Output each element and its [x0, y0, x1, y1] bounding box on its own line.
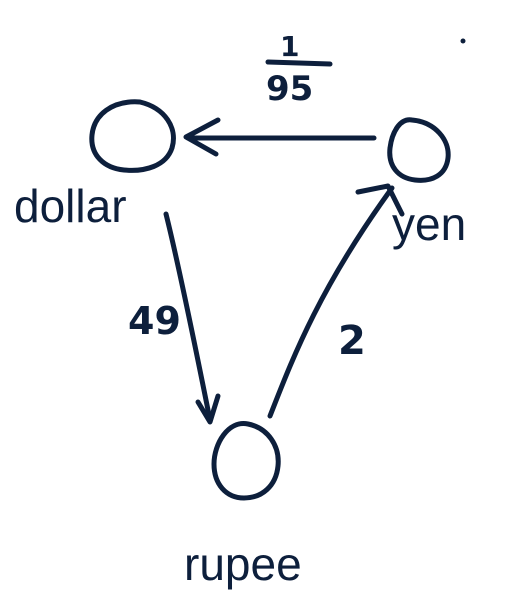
yen-to-dollar-denominator: 95: [266, 69, 313, 109]
rupee-label: rupee: [184, 538, 302, 590]
rupee-to-yen-arrow: [267, 185, 395, 419]
fraction-bar: [265, 59, 333, 67]
rupee-to-yen-weight: 2: [338, 318, 366, 364]
rupee-to-yen-arrowhead: [355, 183, 405, 217]
yen-to-dollar-arrowhead: [183, 117, 221, 157]
yen-to-dollar-numerator: 1: [280, 30, 299, 63]
stray-dot: [460, 38, 466, 44]
dollar-to-rupee-weight: 49: [128, 299, 181, 343]
dollar-label: dollar: [14, 180, 127, 232]
yen-node: [387, 117, 451, 183]
dollar-node: [89, 99, 176, 173]
dollar-to-rupee-arrow: [163, 211, 213, 423]
yen-label: yen: [392, 198, 466, 250]
dollar-to-rupee-arrowhead: [195, 393, 221, 425]
rupee-node: [211, 421, 281, 501]
